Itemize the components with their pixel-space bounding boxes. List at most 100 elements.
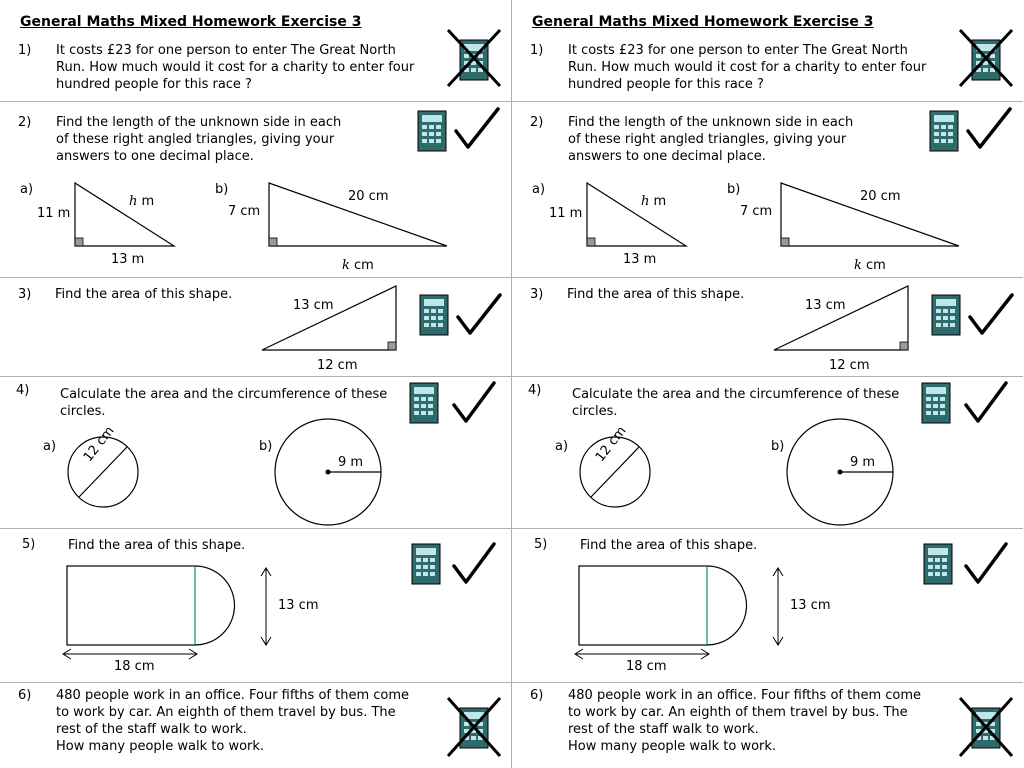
q3-calculator-allowed: [931, 293, 1014, 336]
question-2-line-3: answers to one decimal place.: [56, 149, 254, 164]
q2a-hypotenuse-label: h m: [641, 194, 667, 209]
question-2-line-3: answers to one decimal place.: [568, 149, 766, 164]
page-title: General Maths Mixed Homework Exercise 3: [20, 14, 362, 30]
question-2-number: 2): [530, 115, 544, 130]
question-6-line-2: to work by car. An eighth of them travel…: [56, 705, 396, 720]
q4-calculator-allowed: [921, 381, 1008, 424]
q4b-circle: [786, 418, 894, 526]
q4a-circle: [67, 436, 139, 508]
q2b-vertical-length: 7 cm: [228, 204, 261, 219]
cross-icon: [446, 28, 502, 88]
q4b-circle: [274, 418, 382, 526]
q1-calculator-crossed: [958, 28, 1014, 88]
q3-base-length: 12 cm: [317, 358, 358, 373]
question-1-line-1: It costs £23 for one person to enter The…: [56, 43, 396, 58]
question-2-line-2: of these right angled triangles, giving …: [56, 132, 335, 147]
row-separator: [512, 277, 1023, 278]
worksheet-left: General Maths Mixed Homework Exercise 3 …: [0, 0, 511, 768]
q2b-triangle: [780, 182, 960, 247]
q5-compound-shape: [574, 565, 784, 660]
question-4-line-2: circles.: [572, 404, 618, 419]
q2b-vertical-length: 7 cm: [740, 204, 773, 219]
q5-calculator-allowed: [923, 542, 1008, 585]
tick-icon: [452, 381, 496, 423]
question-6-line-1: 480 people work in an office. Four fifth…: [56, 688, 410, 703]
calculator-icon: [419, 294, 449, 336]
q2b-hypotenuse-length: 20 cm: [860, 189, 901, 204]
q2b-label: b): [727, 182, 741, 197]
column-divider: [511, 0, 512, 768]
question-3-text: Find the area of this shape.: [55, 287, 233, 302]
question-6-line-3: rest of the staff walk to work.: [56, 722, 247, 737]
q5-compound-shape: [62, 565, 272, 660]
q4-calculator-allowed: [409, 381, 496, 424]
question-5-number: 5): [534, 537, 548, 552]
worksheet-right: General Maths Mixed Homework Exercise 3 …: [512, 0, 1023, 768]
q2b-base-label: k cm: [342, 258, 374, 273]
q4b-label: b): [259, 439, 273, 454]
question-6-line-4: How many people walk to work.: [568, 739, 777, 754]
tick-icon: [452, 542, 496, 584]
q2b-hypotenuse-length: 20 cm: [348, 189, 389, 204]
question-2-line-1: Find the length of the unknown side in e…: [56, 115, 342, 130]
q2a-label: a): [20, 182, 34, 197]
tick-icon: [968, 293, 1014, 335]
question-3-text: Find the area of this shape.: [567, 287, 745, 302]
q5-width-length: 18 cm: [114, 659, 155, 674]
q5-width-length: 18 cm: [626, 659, 667, 674]
q2-calculator-allowed: [929, 107, 1012, 152]
question-4-line-1: Calculate the area and the circumference…: [60, 387, 388, 402]
question-2-line-2: of these right angled triangles, giving …: [568, 132, 847, 147]
cross-icon: [958, 696, 1014, 758]
question-6-number: 6): [530, 688, 544, 703]
question-6-line-3: rest of the staff walk to work.: [568, 722, 759, 737]
q5-calculator-allowed: [411, 542, 496, 585]
row-separator: [0, 277, 511, 278]
question-1-line-2: Run. How much would it cost for a charit…: [56, 60, 415, 75]
calculator-icon: [929, 110, 959, 152]
question-1-line-3: hundred people for this race ?: [56, 77, 252, 92]
q4b-radius-label: 9 m: [850, 455, 876, 470]
q1-calculator-crossed: [446, 28, 502, 88]
row-separator: [0, 101, 511, 102]
q3-triangle: [773, 285, 909, 351]
page-title: General Maths Mixed Homework Exercise 3: [532, 14, 874, 30]
q2a-base-length: 13 m: [623, 252, 657, 267]
question-1-line-1: It costs £23 for one person to enter The…: [568, 43, 908, 58]
calculator-icon: [923, 543, 953, 585]
q2b-base-label: k cm: [854, 258, 886, 273]
calculator-icon: [921, 382, 951, 424]
worksheet-figures: [574, 28, 1014, 758]
question-1-number: 1): [530, 43, 544, 58]
worksheet-figures: [62, 28, 502, 758]
q3-hypotenuse-length: 13 cm: [293, 298, 334, 313]
question-2-line-1: Find the length of the unknown side in e…: [568, 115, 854, 130]
question-4-line-2: circles.: [60, 404, 106, 419]
q6-calculator-crossed: [446, 696, 502, 758]
tick-icon: [966, 107, 1012, 149]
tick-icon: [964, 542, 1008, 584]
q4a-circle: [579, 436, 651, 508]
tick-icon: [964, 381, 1008, 423]
calculator-icon: [931, 294, 961, 336]
row-separator: [512, 376, 1023, 377]
q3-hypotenuse-length: 13 cm: [805, 298, 846, 313]
cross-icon: [958, 28, 1014, 88]
q5-height-length: 13 cm: [790, 598, 831, 613]
q5-height-length: 13 cm: [278, 598, 319, 613]
question-3-number: 3): [18, 287, 32, 302]
tick-icon: [454, 107, 500, 149]
q3-triangle: [261, 285, 397, 351]
question-1-line-2: Run. How much would it cost for a charit…: [568, 60, 927, 75]
question-5-text: Find the area of this shape.: [580, 538, 758, 553]
q6-calculator-crossed: [958, 696, 1014, 758]
question-6-line-4: How many people walk to work.: [56, 739, 265, 754]
q2a-triangle: [74, 181, 177, 247]
question-4-line-1: Calculate the area and the circumference…: [572, 387, 900, 402]
question-3-number: 3): [530, 287, 544, 302]
q3-base-length: 12 cm: [829, 358, 870, 373]
row-separator: [0, 376, 511, 377]
question-1-number: 1): [18, 43, 32, 58]
row-separator: [512, 101, 1023, 102]
q2a-base-length: 13 m: [111, 252, 145, 267]
